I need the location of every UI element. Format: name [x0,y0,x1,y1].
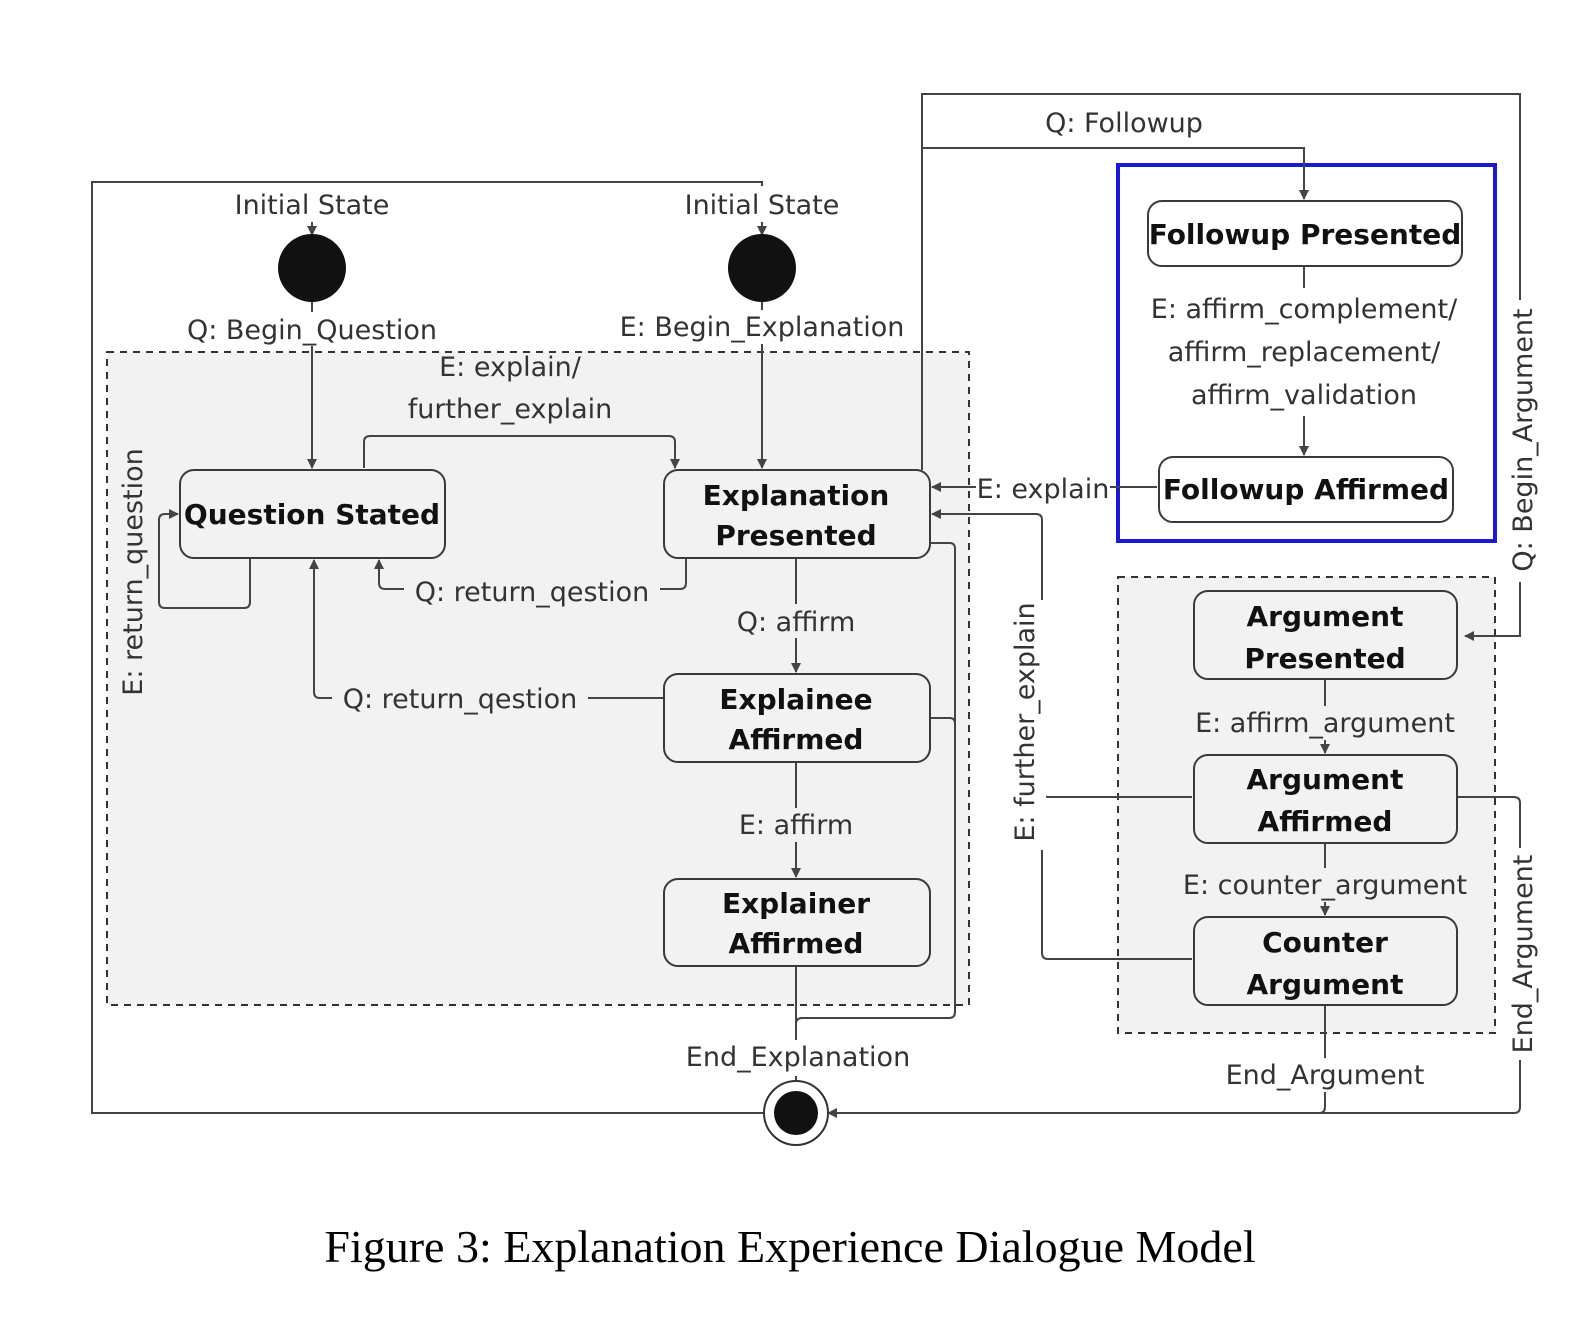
figure-caption: Figure 3: Explanation Experience Dialogu… [324,1221,1255,1272]
state-argument-affirmed-label-2: Affirmed [1258,805,1393,838]
initial-state-dot-explanation [728,234,796,302]
begin-argument-label: Q: Begin_Argument [1508,308,1539,571]
state-argument-presented-label-1: Argument [1247,600,1404,633]
state-followup-affirmed-label: Followup Affirmed [1163,473,1449,506]
followup-affirms-label-1: E: affirm_complement/ [1151,294,1458,325]
return-qestion-arrow-2 [309,559,664,699]
initial-state-label-1: Initial State [235,190,390,221]
state-followup-presented-label: Followup Presented [1149,218,1462,251]
end-argument-label-1: End_Argument [1226,1060,1425,1091]
state-explainer-affirmed [663,878,931,967]
counter-further-explain-line [1041,797,1192,960]
followup-affirms-label-3: affirm_validation [1191,380,1417,411]
begin-explanation-label: E: Begin_Explanation [620,312,905,343]
state-explainer-affirmed-label-1: Explainer [722,887,870,920]
state-explanation-presented-label-1: Explanation [703,479,890,512]
final-state-dot [774,1091,818,1135]
counter-argument-label: E: counter_argument [1183,870,1467,901]
state-explainee-affirmed-label-1: Explainee [719,683,872,716]
followup-arrow-line [922,147,1309,200]
state-explainee-affirmed-label-2: Affirmed [729,723,864,756]
state-counter-argument-label-2: Argument [1247,968,1404,1001]
return-qestion-label-1: Q: return_qestion [415,577,650,608]
return-question-loop [158,509,251,609]
return-qestion-label-2: Q: return_qestion [343,684,578,715]
e-explain-label: E: explain [977,474,1110,505]
further-explain-label: E: further_explain [1010,602,1041,841]
state-followup-affirmed [1158,456,1454,523]
e-affirm-label: E: affirm [739,810,853,841]
explain-label-1: E: explain/ [439,352,582,383]
followup-affirms-label-2: affirm_replacement/ [1168,337,1441,368]
state-argument-presented-label-2: Presented [1244,642,1405,675]
state-explanation-presented-label-2: Presented [715,519,876,552]
state-explainee-affirmed [663,673,931,763]
state-explainer-affirmed-label-2: Affirmed [729,927,864,960]
begin-question-label: Q: Begin_Question [187,315,437,346]
initial-state-dot-question [278,234,346,302]
followup-outer-line [921,93,1521,641]
initial-state-label-2: Initial State [685,190,840,221]
state-question-stated-label: Question Stated [184,498,440,531]
explain-arrow [363,435,680,469]
state-counter-argument-label-1: Counter [1262,926,1388,959]
followup-label: Q: Followup [1045,108,1203,139]
state-followup-presented [1147,200,1463,267]
state-counter-argument [1193,916,1458,1006]
end-explanation-label: End_Explanation [686,1042,910,1073]
return-question-loop-label: E: return_question [118,448,149,695]
end-explanation-arrow-b [930,717,956,1010]
state-explanation-presented [663,469,931,559]
state-argument-presented [1193,590,1458,680]
state-argument-affirmed-label-1: Argument [1247,763,1404,796]
affirm-argument-label: E: affirm_argument [1195,708,1455,739]
state-question-stated [179,469,446,559]
end-explanation-arrow-a [795,542,956,1025]
explain-label-2: further_explain [408,394,613,425]
end-argument-label-2: End_Argument [1508,855,1539,1054]
state-argument-affirmed [1193,754,1458,844]
outer-frame-left-line [91,181,808,1114]
q-affirm-label: Q: affirm [737,607,856,638]
